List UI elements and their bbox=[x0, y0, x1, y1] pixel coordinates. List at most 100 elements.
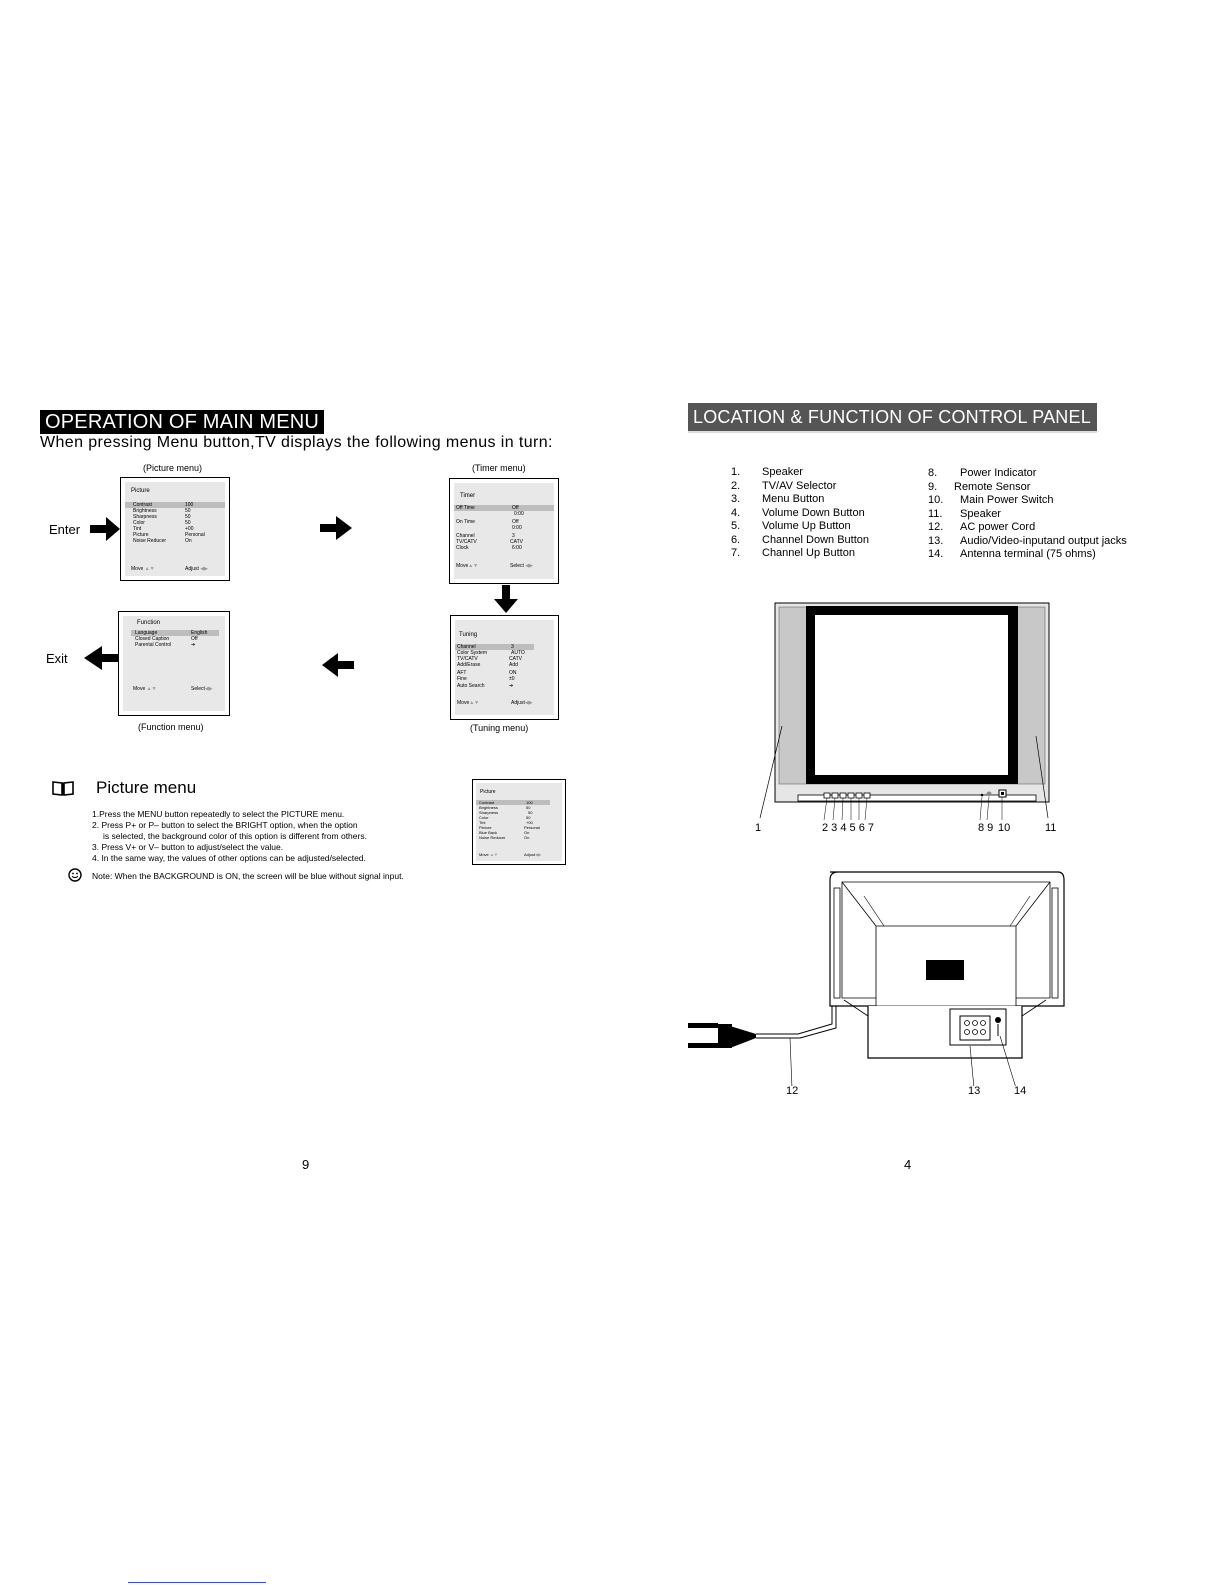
timer-menu-caption: (Timer menu) bbox=[472, 463, 526, 473]
item-num: 13. bbox=[928, 535, 944, 547]
tuning-menu-caption: (Tuning menu) bbox=[470, 723, 529, 733]
callout-8-9: 8 9 bbox=[978, 822, 994, 834]
item-num: 1. bbox=[731, 466, 741, 478]
menu-row: Tint+00 bbox=[133, 526, 194, 532]
menu-row: Parental Control➔ bbox=[135, 642, 196, 648]
menu-footer-move: Move▲▼ bbox=[457, 700, 480, 706]
picture-step-1: 1.Press the MENU button repeatedly to se… bbox=[92, 809, 345, 819]
menu-row: Auto Search➔ bbox=[457, 683, 514, 689]
menu-footer-move: Move ▲▼ bbox=[479, 852, 498, 857]
tuning-menu-title: Tuning bbox=[459, 632, 478, 638]
tv-front-illustration bbox=[759, 602, 1050, 821]
item-label: Speaker bbox=[762, 466, 803, 478]
picture-section-title: Picture menu bbox=[96, 778, 197, 797]
enter-label: Enter bbox=[49, 522, 81, 537]
item-num: 9. bbox=[928, 481, 938, 493]
menu-row: 0:00 bbox=[512, 525, 522, 531]
item-num: 7. bbox=[731, 547, 741, 559]
page-number-left: 9 bbox=[302, 1157, 310, 1172]
callout-2-7: 2 3 4 5 6 7 bbox=[822, 822, 874, 834]
item-label: Channel Down Button bbox=[762, 534, 870, 546]
menu-footer-adjust: Adjust ◀▶ bbox=[185, 566, 208, 572]
item-label: Main Power Switch bbox=[960, 494, 1054, 506]
item-num: 14. bbox=[928, 548, 944, 560]
function-menu-title: Function bbox=[137, 620, 161, 626]
menu-footer-adjust: Adjust◀▶ bbox=[524, 852, 542, 857]
callout-14: 14 bbox=[1014, 1085, 1027, 1097]
exit-label: Exit bbox=[46, 651, 68, 666]
enter-arrow-icon bbox=[90, 517, 120, 541]
right-arrow-icon bbox=[320, 516, 352, 540]
item-label: AC power Cord bbox=[960, 521, 1036, 533]
menu-footer-adjust: Adjust◀▶ bbox=[511, 700, 533, 706]
picture-note: Note: When the BACKGROUND is ON, the scr… bbox=[92, 871, 404, 881]
down-arrow-icon bbox=[494, 585, 518, 613]
book-icon bbox=[52, 781, 74, 796]
menu-row: Tint+00 bbox=[479, 820, 533, 825]
menu-footer-move: Move▲▼ bbox=[456, 563, 479, 569]
item-label: Antenna terminal (75 ohms) bbox=[960, 548, 1096, 560]
callout-10: 10 bbox=[998, 822, 1011, 834]
menu-footer-move: Move ▲▼ bbox=[133, 686, 157, 692]
picture-step-2: 2. Press P+ or P– button to select the B… bbox=[92, 820, 358, 830]
item-label: Volume Up Button bbox=[762, 520, 851, 532]
callout-13: 13 bbox=[968, 1085, 981, 1097]
smiley-icon bbox=[68, 868, 82, 882]
picture-menu-title: Picture bbox=[131, 488, 150, 494]
item-label: TV/AV Selector bbox=[762, 480, 837, 492]
item-num: 8. bbox=[928, 467, 938, 479]
intro-text: When pressing Menu button,TV displays th… bbox=[40, 434, 553, 451]
section-title-control-panel: LOCATION & FUNCTION OF CONTROL PANEL bbox=[688, 403, 1097, 433]
menu-footer-select: Select◀▶ bbox=[191, 686, 213, 692]
picture-step-4: 4. In the same way, the values of other … bbox=[92, 853, 366, 863]
page-number-right: 4 bbox=[904, 1157, 912, 1172]
item-label: Power Indicator bbox=[960, 467, 1037, 479]
menu-footer-move: Move ▲▼ bbox=[131, 566, 155, 572]
exit-arrow-icon bbox=[84, 646, 118, 670]
section-title-main-menu: OPERATION OF MAIN MENU bbox=[40, 410, 325, 434]
item-label: Speaker bbox=[960, 508, 1001, 520]
tv-back-illustration bbox=[688, 871, 1065, 1086]
menu-row: 0:00 bbox=[514, 511, 524, 517]
item-label: Remote Sensor bbox=[954, 481, 1031, 493]
callout-12: 12 bbox=[786, 1085, 799, 1097]
small-menu-title: Picture bbox=[480, 789, 496, 795]
item-num: 6. bbox=[731, 534, 741, 546]
menu-footer-select: Select ◀▶ bbox=[510, 563, 533, 569]
item-num: 3. bbox=[731, 493, 741, 505]
item-label: Menu Button bbox=[762, 493, 825, 505]
picture-step-2-cont: is selected, the background color of thi… bbox=[103, 831, 367, 841]
item-label: Volume Down Button bbox=[762, 507, 865, 519]
left-arrow-icon bbox=[322, 653, 354, 677]
picture-menu-caption: (Picture menu) bbox=[143, 463, 203, 473]
menu-row: Fine±0 bbox=[457, 676, 515, 682]
item-label: Audio/Video-inputand output jacks bbox=[960, 535, 1127, 547]
